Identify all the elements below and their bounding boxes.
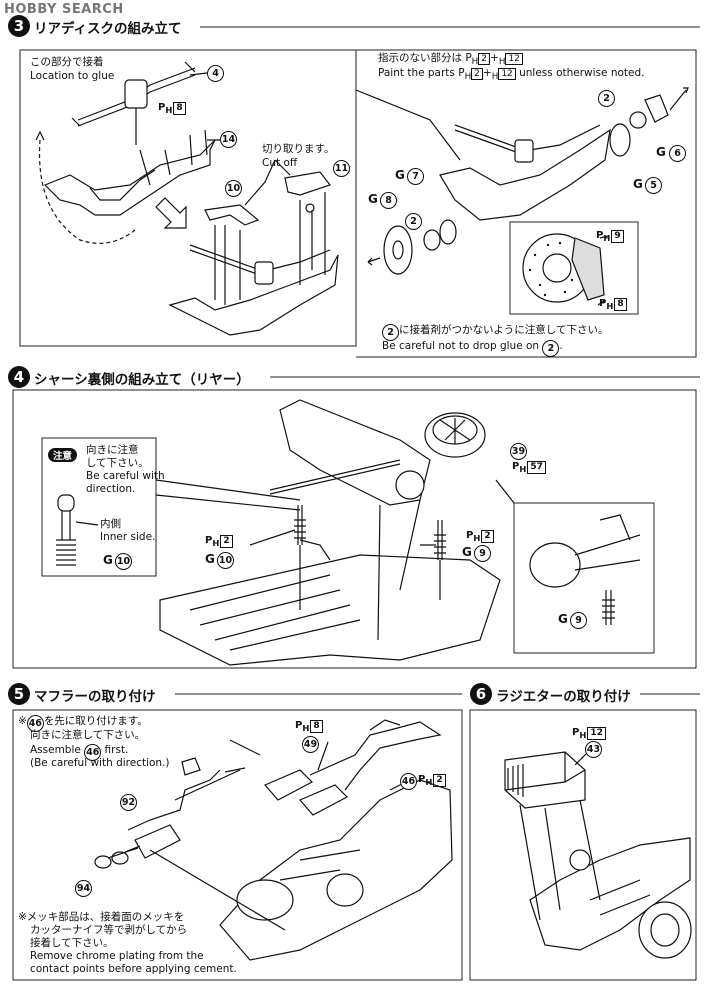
chrome-note-jp-2: カッターナイフ等で剥がしてから: [30, 924, 188, 936]
g7-label: G: [395, 168, 405, 182]
part-4: 4: [207, 65, 224, 82]
g9-label-a: G: [462, 545, 472, 559]
cutoff-label-jp: 切り取ります。: [262, 143, 335, 155]
part-5: 5: [645, 177, 662, 194]
g9-label-b: G: [558, 612, 568, 626]
part-9b: 9: [570, 612, 587, 629]
part-43: 43: [585, 741, 602, 758]
watermark-logo: HOBBY SEARCH: [4, 2, 124, 17]
inner-side-jp: 内側: [100, 518, 121, 530]
caution-en-2: direction.: [86, 483, 136, 495]
step-3-number: 3: [8, 15, 30, 37]
part-92: 92: [120, 794, 137, 811]
part-39: 39: [510, 443, 527, 460]
part-2a: 2: [598, 90, 615, 107]
cutoff-label-en: Cut off: [262, 157, 298, 169]
caution-en-1: Be careful with: [86, 470, 165, 482]
step-6-number: 6: [470, 683, 492, 705]
part-11: 11: [333, 160, 350, 177]
g8-label: G: [368, 192, 378, 206]
caution-jp-2: して下さい。: [86, 457, 149, 469]
part-9a: 9: [474, 545, 491, 562]
g10-label-b: G: [205, 552, 215, 566]
part-46b: 46: [400, 773, 417, 790]
part-46a: 46: [26, 715, 44, 732]
part-46-inline: 46: [84, 744, 102, 761]
chrome-note-jp-3: 接着して下さい。: [30, 937, 114, 949]
g5-label: G: [633, 177, 643, 191]
muffler-note-en-1: Assemble 46 first.: [30, 742, 128, 761]
g10-label-a: G: [103, 553, 113, 567]
part-6: 6: [669, 145, 686, 162]
part-10a: 10: [115, 553, 132, 570]
part-2b: 2: [405, 213, 422, 230]
part-49: 49: [302, 736, 319, 753]
glue-location-label-en: Location to glue: [30, 70, 115, 82]
muffler-note-jp-2: 向きに注意して下さい。: [30, 729, 146, 741]
caution-jp-1: 向きに注意: [86, 444, 139, 456]
part-10: 10: [225, 180, 242, 197]
step-4-number: 4: [8, 366, 30, 388]
part-8: 8: [380, 192, 397, 209]
step-5-number: 5: [8, 683, 30, 705]
step-6-title: ラジエターの取り付け: [496, 689, 631, 705]
inner-side-en: Inner side.: [100, 531, 156, 543]
part-94: 94: [75, 880, 92, 897]
muffler-note-en-2: (Be careful with direction.): [30, 757, 170, 769]
glue-warning-en: Be careful not to drop glue on 2.: [382, 338, 563, 357]
chrome-note-jp-1: ※メッキ部品は、接着面のメッキを: [18, 911, 185, 923]
part-7: 7: [407, 168, 424, 185]
part-2c: 2: [382, 324, 399, 341]
caution-tag: 注意: [48, 444, 78, 463]
g6-label: G: [656, 145, 666, 159]
glue-location-label-jp: この部分で接着: [30, 56, 104, 68]
chrome-note-en-2: contact points before applying cement.: [30, 963, 237, 975]
part-14: 14: [220, 131, 237, 148]
step-4-title: シャーシ裏側の組み立て（リヤー）: [34, 372, 250, 388]
step-5-title: マフラーの取り付け: [34, 689, 156, 705]
part-2d: 2: [542, 340, 560, 357]
chrome-note-en-1: Remove chrome plating from the: [30, 950, 204, 962]
step-3-title: リアディスクの組み立て: [34, 21, 182, 37]
part-10b: 10: [217, 552, 234, 569]
